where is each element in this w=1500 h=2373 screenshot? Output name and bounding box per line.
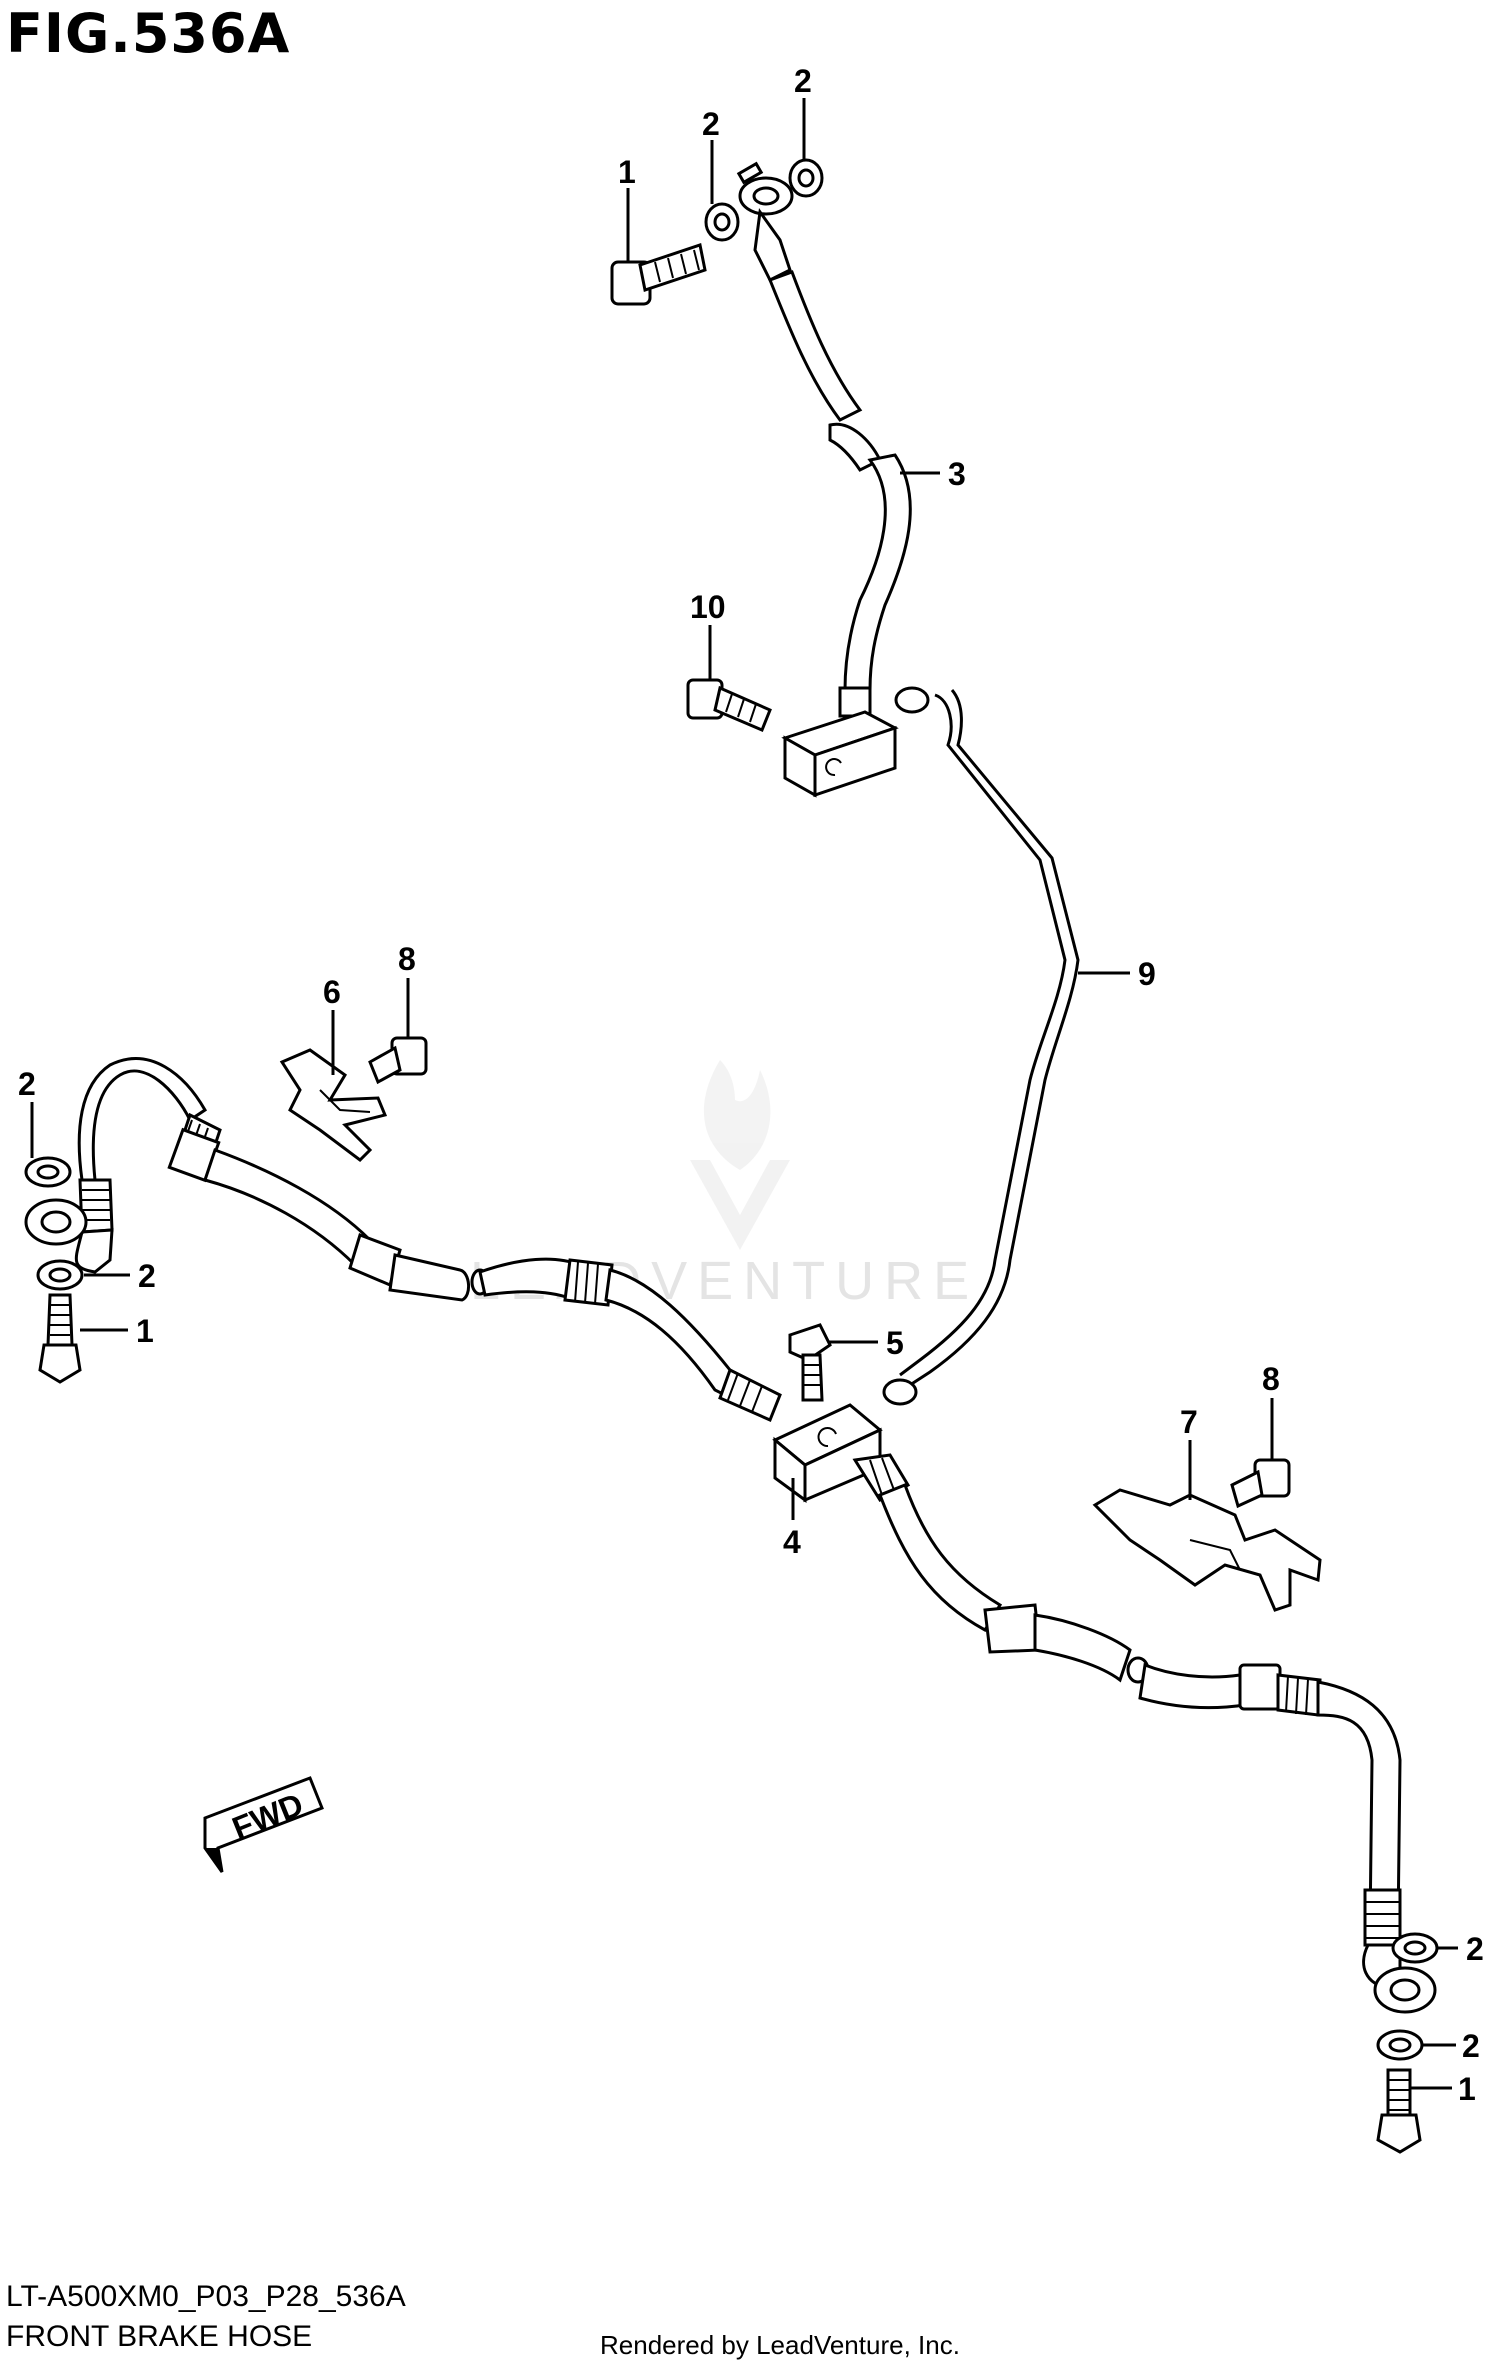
- callout-2-top-left: 2: [702, 106, 720, 142]
- figure-name: FRONT BRAKE HOSE: [6, 2320, 313, 2353]
- washer-left-upper: [24, 1156, 72, 1188]
- banjo-right: [1373, 1966, 1437, 2014]
- hose-bracket-6: [279, 1048, 388, 1162]
- callout-10: 10: [690, 589, 726, 625]
- callout-7: 7: [1180, 1404, 1198, 1440]
- callout-4: 4: [783, 1524, 801, 1560]
- bolt-8-left: [368, 1036, 428, 1085]
- model-code: LT-A500XM0_P03_P28_536A: [6, 2280, 406, 2313]
- watermark-logo: [690, 1060, 790, 1250]
- washer-top-left: [704, 202, 740, 242]
- callout-2-top-right: 2: [794, 63, 812, 99]
- callout-6: 6: [323, 974, 341, 1010]
- upper-brake-hose: [736, 161, 912, 798]
- callout-2-left-lower: 2: [138, 1258, 156, 1294]
- figure-title: FIG.536A: [6, 2, 291, 65]
- callout-8-right: 8: [1262, 1361, 1280, 1397]
- banjo-bolt-top: [610, 243, 707, 306]
- washer-top-right: [788, 158, 824, 198]
- right-brake-hose: [852, 1453, 1402, 1990]
- callout-5: 5: [886, 1325, 904, 1361]
- callout-1-top: 1: [618, 154, 636, 190]
- bolt-8-right: [1230, 1458, 1291, 1509]
- bolt-10: [686, 678, 772, 732]
- callout-1-left: 1: [136, 1313, 154, 1349]
- hose-bracket-7: [1092, 1488, 1322, 1612]
- callout-2-right-lower: 2: [1462, 2028, 1480, 2064]
- callout-9: 9: [1138, 956, 1156, 992]
- washer-right-upper: [1391, 1932, 1439, 1964]
- render-credit: Rendered by LeadVenture, Inc.: [600, 2330, 960, 2360]
- banjo-left: [24, 1198, 88, 1246]
- callout-2-right-upper: 2: [1466, 1931, 1484, 1967]
- washer-right-lower: [1376, 2029, 1424, 2061]
- callout-1-right: 1: [1458, 2071, 1476, 2107]
- left-brake-hose: [74, 1057, 782, 1422]
- callout-8-left: 8: [398, 941, 416, 977]
- fwd-arrow: FWD: [203, 1776, 324, 1873]
- callout-3: 3: [948, 456, 966, 492]
- brake-pipe: [882, 686, 1080, 1406]
- washer-left-lower: [36, 1259, 84, 1291]
- banjo-bolt-right: [1376, 2068, 1422, 2154]
- callout-numbers: 1 2 2 3 10 9 6 8 2 2 1 5 4 7 8 2 2 1: [18, 63, 1484, 2107]
- bolt-5: [788, 1323, 832, 1402]
- banjo-bolt-left: [38, 1293, 82, 1384]
- callout-leaders: [30, 98, 1458, 2090]
- callout-2-left-upper: 2: [18, 1066, 36, 1102]
- three-way-joint: [772, 1403, 883, 1503]
